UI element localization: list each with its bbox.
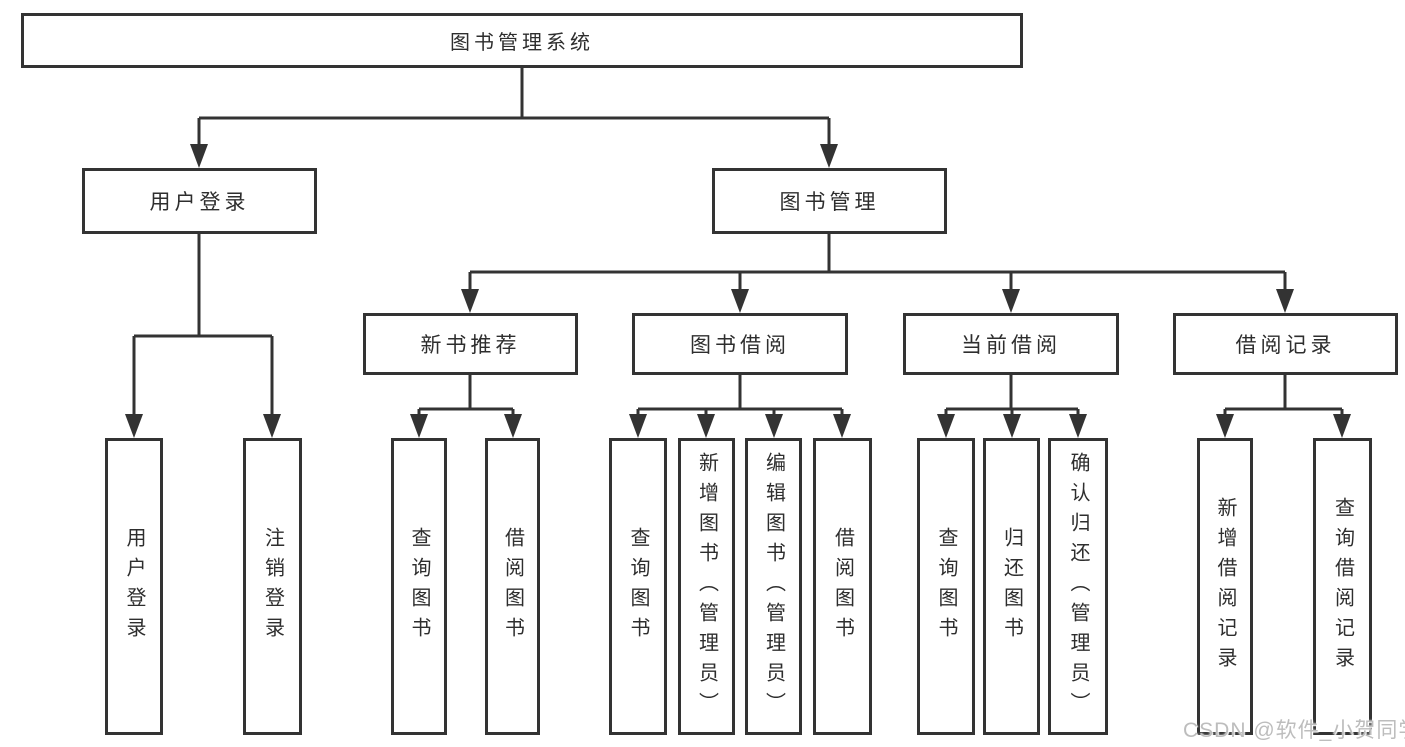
leaf-borrowing-search-books-label: 查询图书 (627, 526, 649, 647)
node-current-borrowing: 当前借阅 (903, 313, 1119, 375)
leaf-newbooks-borrow-books-label: 借阅图书 (501, 526, 524, 647)
leaf-user-login: 用户登录 (105, 438, 163, 735)
csdn-watermark: CSDN @软件_小贺同学 (1183, 719, 1405, 742)
leaf-current-search-books: 查询图书 (917, 438, 975, 735)
leaf-records-add-record-label: 新增借阅记录 (1214, 496, 1236, 677)
leaf-newbooks-search-books-label: 查询图书 (408, 526, 430, 647)
leaf-current-return-books: 归还图书 (983, 438, 1040, 735)
leaf-borrowing-borrow-books-label: 借阅图书 (831, 526, 854, 647)
leaf-borrowing-edit-books-admin: 编辑图书（管理员） (745, 438, 802, 735)
arrowheads (125, 144, 1351, 438)
leaf-records-search-record: 查询借阅记录 (1313, 438, 1372, 735)
leaf-logout-label: 注销登录 (261, 526, 284, 647)
leaf-current-search-books-label: 查询图书 (935, 526, 957, 647)
leaf-borrowing-borrow-books: 借阅图书 (813, 438, 872, 735)
node-library-management-system: 图书管理系统 (21, 13, 1023, 68)
leaf-borrowing-edit-books-admin-label: 编辑图书（管理员） (762, 451, 785, 722)
leaf-current-confirm-return-admin-label: 确认归还（管理员） (1067, 451, 1089, 722)
leaf-borrowing-search-books: 查询图书 (609, 438, 667, 735)
node-user-login-group: 用户登录 (82, 168, 317, 234)
leaf-current-return-books-label: 归还图书 (1000, 526, 1023, 647)
leaf-borrowing-add-books-admin: 新增图书（管理员） (678, 438, 735, 735)
node-book-borrowing: 图书借阅 (632, 313, 848, 375)
leaf-borrowing-add-books-admin-label: 新增图书（管理员） (695, 451, 718, 722)
node-borrowing-records: 借阅记录 (1173, 313, 1398, 375)
leaf-newbooks-search-books: 查询图书 (391, 438, 447, 735)
leaf-newbooks-borrow-books: 借阅图书 (485, 438, 540, 735)
node-book-management-group: 图书管理 (712, 168, 947, 234)
leaf-logout: 注销登录 (243, 438, 302, 735)
leaf-records-search-record-label: 查询借阅记录 (1331, 496, 1354, 677)
node-new-book-recommend: 新书推荐 (363, 313, 578, 375)
leaf-user-login-label: 用户登录 (123, 526, 145, 647)
leaf-records-add-record: 新增借阅记录 (1197, 438, 1253, 735)
leaf-current-confirm-return-admin: 确认归还（管理员） (1048, 438, 1108, 735)
